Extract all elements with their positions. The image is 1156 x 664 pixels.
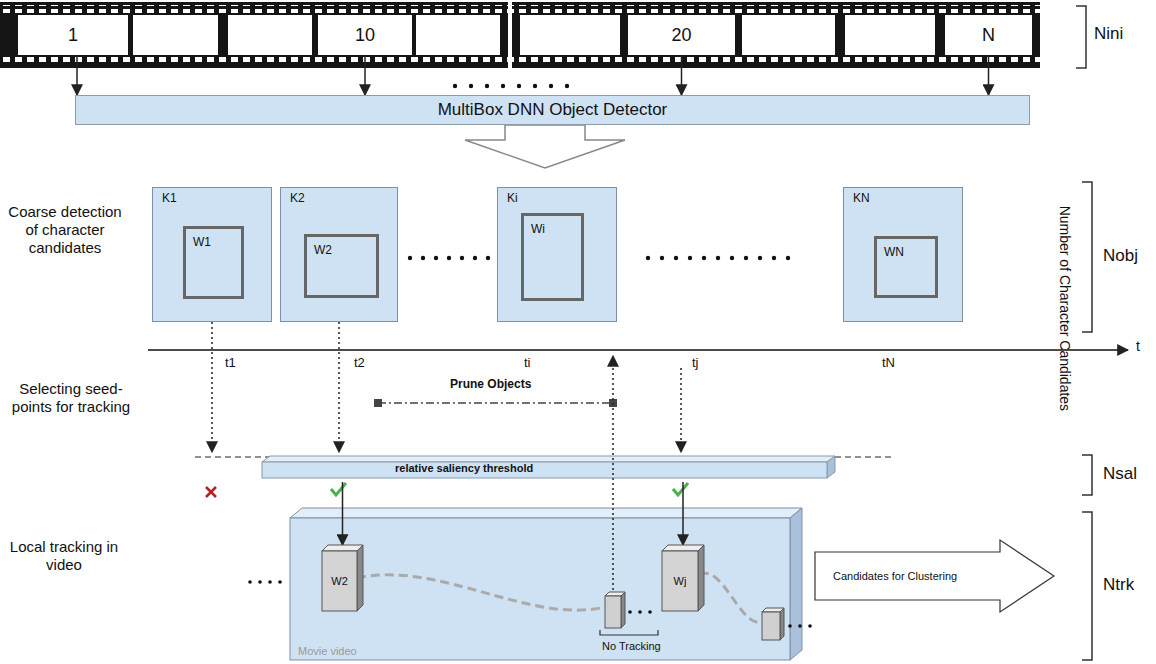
time-label: tN (880, 355, 897, 371)
ellipsis-dots (408, 256, 490, 260)
film-strip (0, 2, 1040, 68)
node-label: Wj (674, 575, 687, 588)
tracked-window: Wj (662, 545, 704, 611)
count-label: Nsal (1103, 464, 1137, 484)
keyframe-box: W2 K2 (280, 187, 398, 322)
tracked-window: W2 (322, 545, 363, 611)
prune-range (374, 399, 617, 407)
row-title: Coarse detection of character candidates (4, 203, 126, 257)
reject-mark (206, 487, 216, 497)
film-frame: 20 (628, 15, 735, 55)
node-label: 1 (68, 25, 78, 46)
axis-title: Number of Character Candidates (1057, 193, 1074, 423)
output-arrow: Candidates for Clustering (815, 540, 1055, 612)
detection-window: W1 (183, 226, 244, 299)
threshold-slab (262, 456, 835, 478)
timeline-axis (148, 349, 1128, 351)
connector (211, 322, 213, 452)
connector (988, 55, 990, 95)
ellipsis-dots (646, 256, 790, 260)
node-label: WN (884, 246, 904, 260)
axis-label: t (1136, 338, 1140, 355)
node-label: KN (853, 192, 870, 206)
detection-window: WN (874, 236, 938, 298)
row-title: Local tracking in video (4, 538, 124, 574)
node-label: Ki (507, 192, 518, 206)
node-label: 10 (355, 25, 375, 46)
range-label: Prune Objects (450, 377, 531, 391)
node-label: W1 (193, 236, 211, 250)
node-label: K2 (290, 192, 305, 206)
dotted-pointer (680, 368, 682, 452)
accept-mark (331, 483, 688, 495)
region-caption: Movie video (298, 645, 357, 658)
film-frame: 10 (318, 15, 412, 55)
threshold-bar: relative saliency threshold (195, 452, 895, 482)
node-label: W2 (314, 244, 332, 258)
gap-label: No Tracking (602, 640, 661, 653)
block-arrow (465, 125, 625, 168)
tracking-region: W2 WjMovie video (290, 518, 790, 660)
ellipsis-dots (453, 84, 569, 88)
keyframe-box: W1 K1 (152, 187, 272, 322)
node-label: 20 (671, 25, 691, 46)
node-label: N (982, 25, 995, 46)
detector-box: MultiBox DNN Object Detector (75, 95, 1030, 125)
connector (364, 55, 366, 95)
brackets (1076, 6, 1092, 660)
count-label: Nini (1094, 24, 1123, 44)
row-title: Selecting seed-points for tracking (4, 380, 138, 416)
time-label: tj (690, 355, 701, 371)
no-tracking-bracket (600, 630, 658, 635)
connector (342, 482, 344, 545)
dotted-pointer (612, 356, 614, 590)
node-label: K1 (162, 192, 177, 206)
time-label: t1 (223, 355, 238, 371)
connector (76, 55, 78, 95)
node-label: relative saliency threshold (395, 462, 533, 475)
film-frame: N (945, 15, 1032, 55)
connector (338, 322, 340, 452)
node-label: Wi (531, 223, 545, 237)
time-label: t2 (352, 355, 367, 371)
node-label: MultiBox DNN Object Detector (438, 100, 668, 120)
detection-window: Wi (521, 213, 584, 301)
connector (682, 482, 684, 545)
count-label: Ntrk (1103, 575, 1134, 595)
time-label: ti (522, 355, 533, 371)
keyframe-box: WN KN (843, 187, 963, 322)
detection-window: W2 (304, 234, 379, 298)
film-frame: 1 (18, 15, 128, 55)
tracking-volume (290, 508, 802, 660)
node-label: Candidates for Clustering (833, 570, 973, 583)
count-label: Nobj (1103, 246, 1138, 266)
keyframe-box: Wi Ki (497, 187, 617, 322)
node-label: W2 (331, 575, 348, 588)
connector (681, 55, 683, 95)
